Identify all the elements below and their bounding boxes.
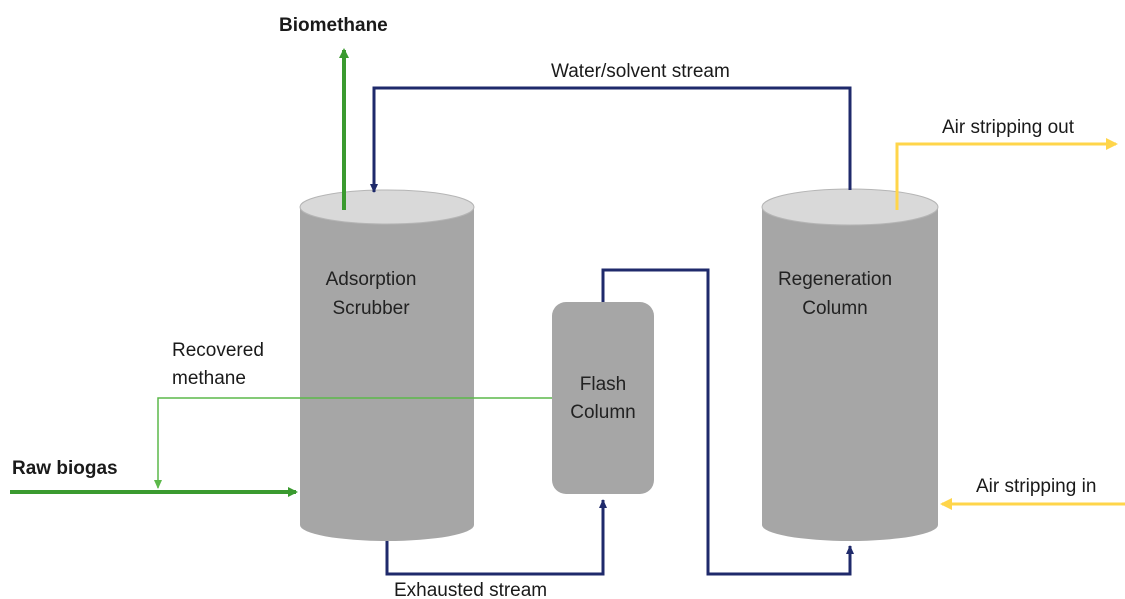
flash-column-vessel [552, 302, 654, 494]
regeneration-column-vessel [761, 188, 939, 541]
air-stripping-in-label: Air stripping in [976, 476, 1096, 497]
raw-biogas-label: Raw biogas [12, 458, 118, 479]
recovered-methane-label-line1: Recovered [172, 340, 264, 361]
water-solvent-stream-line [370, 86, 852, 193]
adsorption-scrubber-vessel [299, 189, 475, 541]
adsorption-label-line2: Scrubber [332, 298, 410, 319]
flash-label-line2: Column [570, 402, 635, 423]
exhausted-stream-line [385, 499, 607, 576]
flash-label-line1: Flash [580, 374, 626, 395]
air-stripping-out-arrow [895, 138, 1118, 210]
air-stripping-out-label: Air stripping out [942, 117, 1075, 138]
flash-to-regeneration-line [601, 268, 854, 576]
recovered-methane-label-line2: methane [172, 368, 246, 389]
exhausted-stream-label: Exhausted stream [394, 580, 547, 599]
water-solvent-stream-label: Water/solvent stream [551, 61, 730, 82]
recovered-methane-line [154, 397, 552, 489]
regeneration-label-line1: Regeneration [778, 269, 892, 290]
adsorption-label-line1: Adsorption [326, 269, 417, 290]
biomethane-label: Biomethane [279, 15, 388, 36]
regeneration-label-line2: Column [802, 298, 867, 319]
